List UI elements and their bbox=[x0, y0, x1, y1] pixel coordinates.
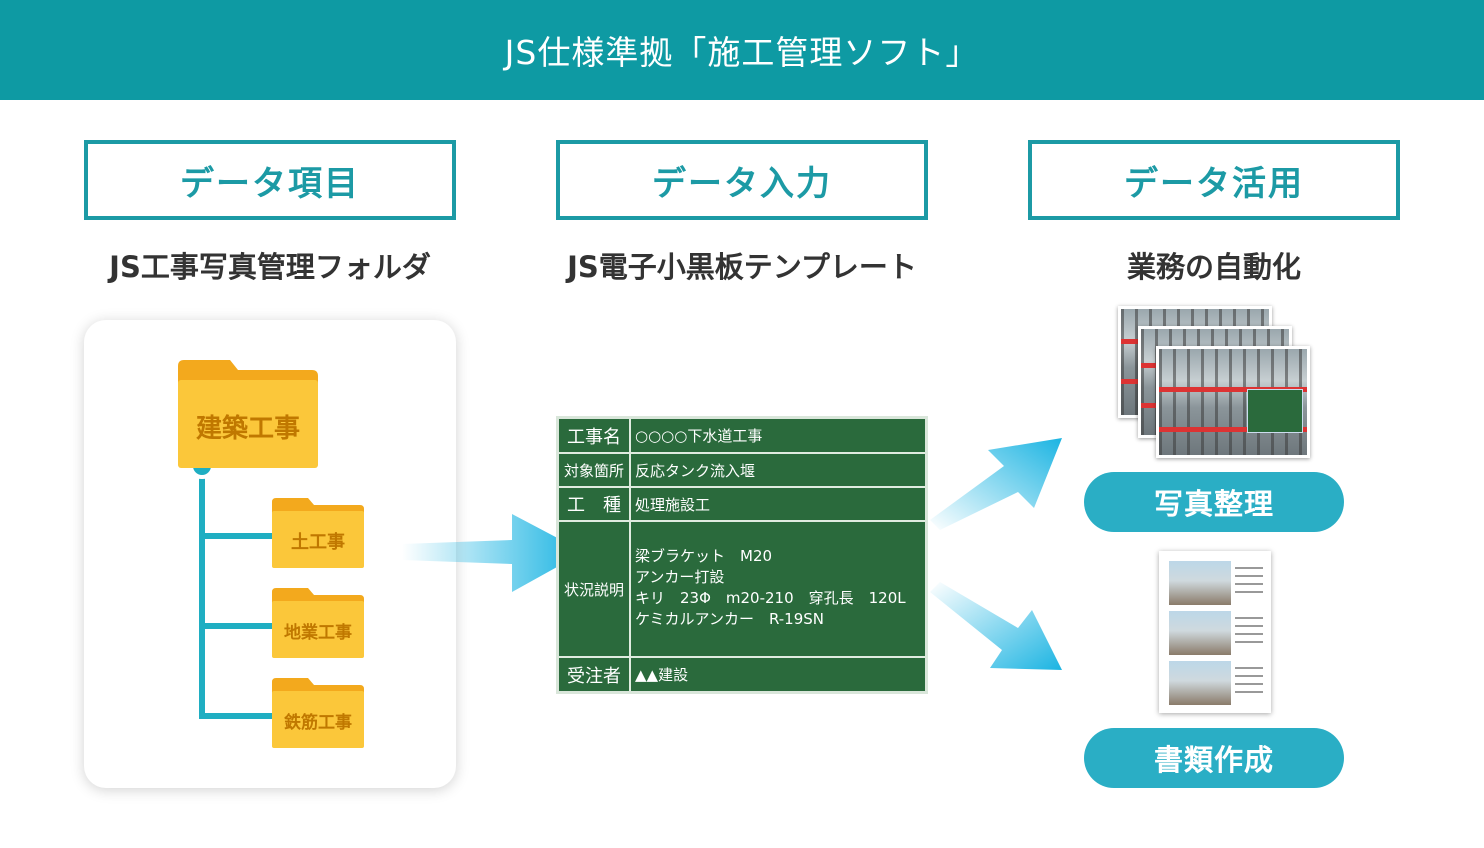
board-value: 処理施設工 bbox=[635, 495, 711, 514]
arrow-up-right-icon bbox=[930, 438, 1062, 530]
column-subtitle-automation: 業務の自動化 bbox=[1126, 250, 1301, 284]
folder-tree-card: 建築工事 土工事 地業工事 鉄筋工事 bbox=[84, 320, 456, 788]
arrow-down-right-icon bbox=[930, 582, 1062, 670]
board-value: ○○○○下水道工事 bbox=[635, 427, 763, 445]
board-label: 対象箇所 bbox=[559, 454, 631, 486]
folder-icon: 鉄筋工事 bbox=[272, 678, 364, 748]
folder-label-child: 土工事 bbox=[291, 532, 345, 553]
board-label: 工事名 bbox=[559, 419, 631, 452]
board-row: 工事名 ○○○○下水道工事 bbox=[559, 419, 925, 454]
output-label: 書類作成 bbox=[1153, 743, 1274, 777]
column-subtitle-folders: JS工事写真管理フォルダ bbox=[109, 250, 431, 284]
board-line: アンカー打設 bbox=[635, 568, 725, 586]
board-description: 梁ブラケット M20 アンカー打設 キリ 23Φ m20-210 穿孔長 120… bbox=[635, 546, 906, 630]
board-label: 受注者 bbox=[559, 658, 631, 691]
column-box-data-usage: データ活用 bbox=[1028, 140, 1400, 220]
folder-icon: 建築工事 bbox=[178, 360, 318, 468]
board-value: 反応タンク流入堰 bbox=[635, 461, 756, 480]
board-value: ▲▲建設 bbox=[635, 666, 689, 684]
board-row: 工 種 処理施設工 bbox=[559, 488, 925, 522]
board-line: ケミカルアンカー R-19SN bbox=[635, 610, 825, 628]
column-box-label: データ活用 bbox=[1124, 163, 1304, 204]
page-title: JS仕様準拠「施工管理ソフト」 bbox=[504, 33, 980, 72]
arrow-right-icon bbox=[402, 514, 584, 592]
column-box-data-input: データ入力 bbox=[556, 140, 928, 220]
board-line: キリ 23Φ m20-210 穿孔長 120L bbox=[635, 589, 906, 607]
column-box-label: データ項目 bbox=[180, 163, 360, 204]
column-box-data-items: データ項目 bbox=[84, 140, 456, 220]
folder-icon: 地業工事 bbox=[272, 588, 364, 658]
folder-label-child: 鉄筋工事 bbox=[284, 713, 352, 733]
output-photo-organize: 写真整理 bbox=[1084, 472, 1344, 532]
folder-label-child: 地業工事 bbox=[284, 623, 352, 643]
site-photo-thumbnail bbox=[1156, 346, 1310, 458]
report-document-thumbnail bbox=[1159, 551, 1271, 713]
column-box-label: データ入力 bbox=[652, 163, 832, 204]
board-label: 工 種 bbox=[559, 488, 631, 520]
board-row: 受注者 ▲▲建設 bbox=[559, 658, 925, 691]
board-row: 対象箇所 反応タンク流入堰 bbox=[559, 454, 925, 488]
folder-icon: 土工事 bbox=[272, 498, 364, 568]
header-bar: JS仕様準拠「施工管理ソフト」 bbox=[0, 0, 1484, 100]
board-label: 状況説明 bbox=[559, 522, 631, 656]
output-label: 写真整理 bbox=[1153, 487, 1274, 521]
electronic-blackboard: 工事名 ○○○○下水道工事 対象箇所 反応タンク流入堰 工 種 処理施設工 状況… bbox=[556, 416, 928, 694]
folder-label-root: 建築工事 bbox=[195, 414, 300, 444]
column-subtitle-template: JS電子小黒板テンプレート bbox=[567, 250, 917, 284]
board-row: 状況説明 梁ブラケット M20 アンカー打設 キリ 23Φ m20-210 穿孔… bbox=[559, 522, 925, 658]
mini-blackboard bbox=[1247, 389, 1303, 433]
board-line: 梁ブラケット M20 bbox=[635, 547, 773, 565]
output-document-creation: 書類作成 bbox=[1084, 728, 1344, 788]
